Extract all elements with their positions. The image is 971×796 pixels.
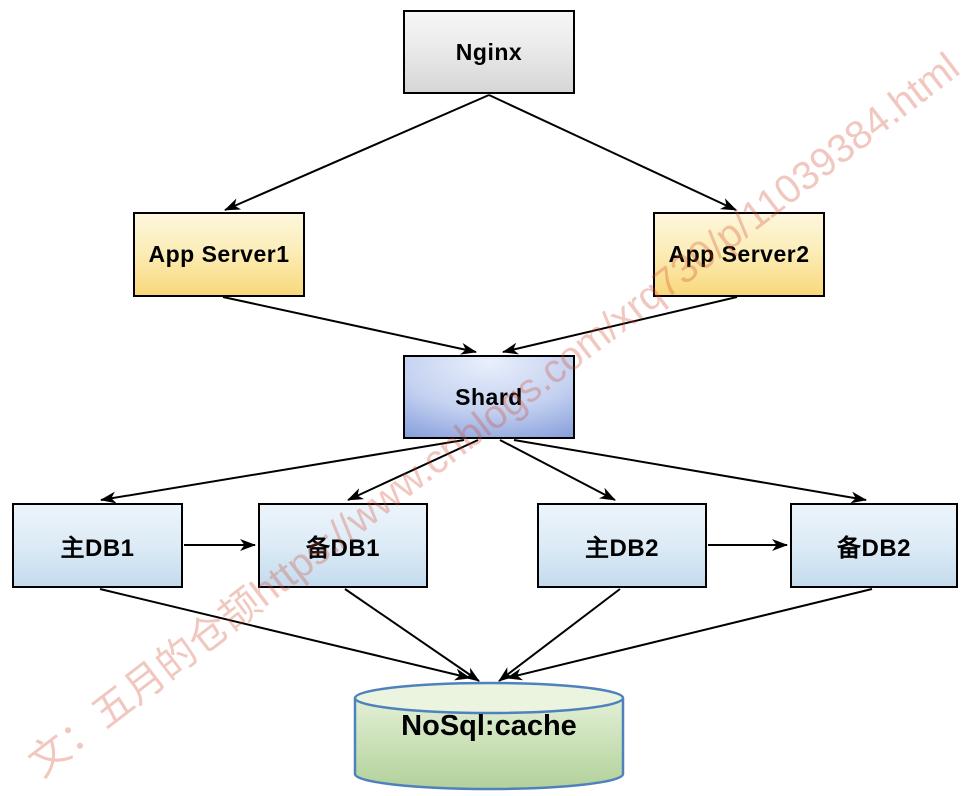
edge-shard-to-master-db2 xyxy=(499,439,616,501)
node-nosql-cache-label: NoSql:cache xyxy=(401,710,577,742)
node-label: 备DB1 xyxy=(305,535,380,562)
node-app-server2: App Server2 xyxy=(653,212,825,297)
cylinder-top xyxy=(353,681,625,715)
edge-nginx-to-app-server2 xyxy=(488,94,737,211)
edge-master-db2-to-cache xyxy=(498,588,621,682)
edge-shard-to-slave-db2 xyxy=(513,439,867,504)
edge-slave-db1-to-cache xyxy=(344,588,480,682)
node-app-server1: App Server1 xyxy=(133,212,305,297)
edge-shard-to-master-db1 xyxy=(100,439,465,504)
edge-slave-db2-to-cache xyxy=(506,588,873,681)
node-slave-db1: 备DB1 xyxy=(258,503,428,588)
node-label: 主DB1 xyxy=(60,535,135,562)
edge-nginx-to-app-server1 xyxy=(224,94,490,211)
node-label: Shard xyxy=(455,383,523,410)
edge-master-db1-to-cache xyxy=(99,588,471,681)
node-master-db2: 主DB2 xyxy=(537,503,707,588)
node-label: Nginx xyxy=(455,38,523,65)
node-label: 备DB2 xyxy=(836,535,911,562)
node-slave-db2: 备DB2 xyxy=(790,503,958,588)
node-shard: Shard xyxy=(403,355,575,439)
edge-app-server2-to-shard xyxy=(502,296,738,355)
edge-app-server1-to-shard xyxy=(222,296,477,355)
node-label: 主DB2 xyxy=(584,535,659,562)
node-master-db1: 主DB1 xyxy=(12,503,183,588)
node-nginx: Nginx xyxy=(403,10,575,94)
node-label: App Server1 xyxy=(148,241,290,267)
node-label: App Server2 xyxy=(668,241,810,267)
edge-shard-to-slave-db1 xyxy=(347,439,479,501)
